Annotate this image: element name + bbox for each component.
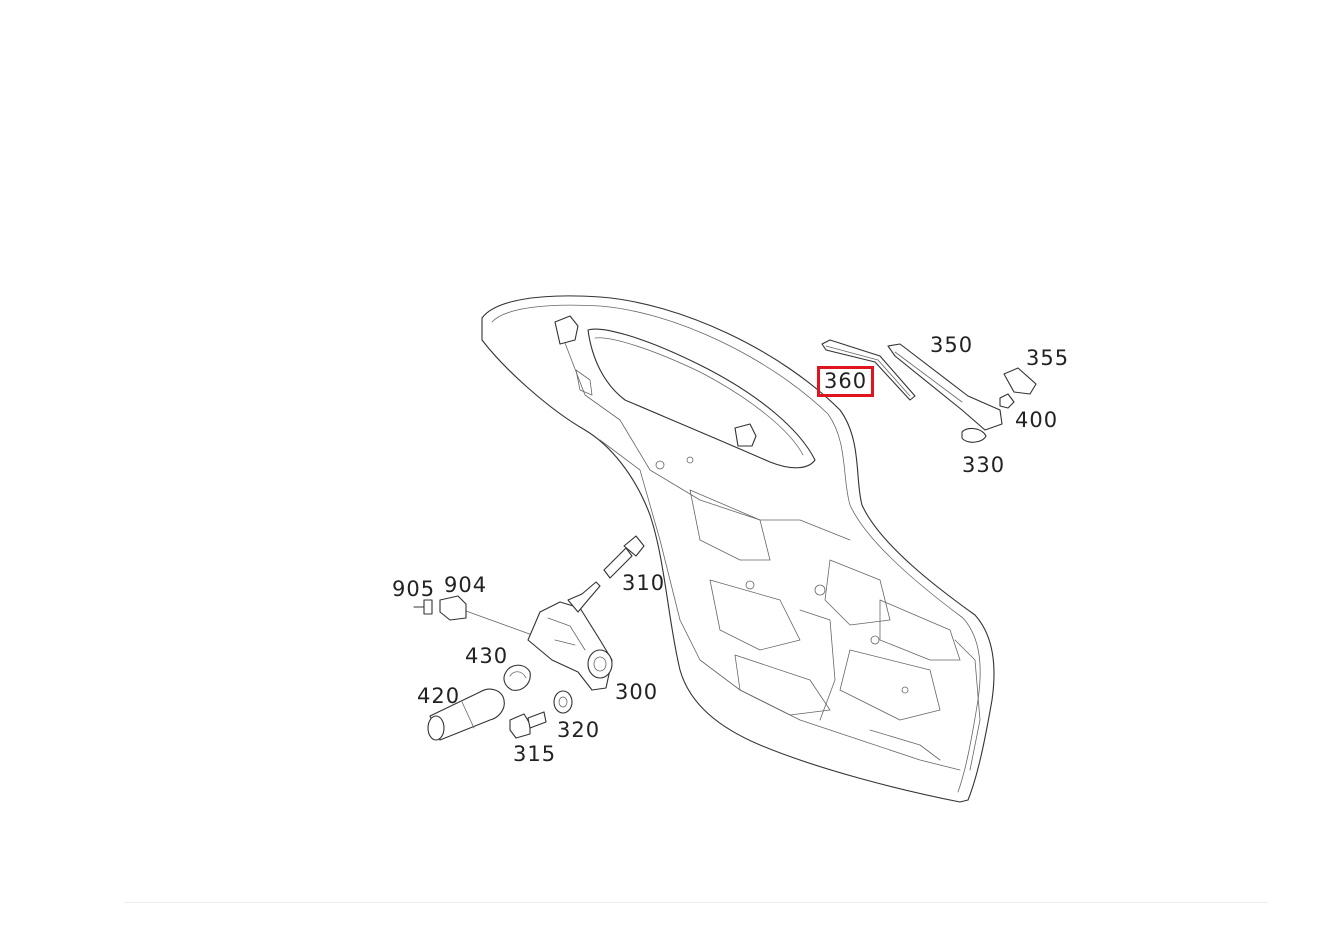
bolt xyxy=(509,711,547,739)
drive-shaft xyxy=(603,535,645,579)
part-label-355[interactable]: 355 xyxy=(1026,346,1070,370)
part-label-905[interactable]: 905 xyxy=(392,577,436,601)
part-label-400[interactable]: 400 xyxy=(1015,408,1059,432)
part-label-420[interactable]: 420 xyxy=(417,684,461,708)
leader-line-904 xyxy=(465,610,536,637)
part-label-315[interactable]: 315 xyxy=(513,742,557,766)
part-label-360[interactable]: 360 xyxy=(816,366,875,397)
bottom-divider xyxy=(124,902,1268,903)
tailgate-panel xyxy=(481,295,995,803)
part-label-300[interactable]: 300 xyxy=(615,680,659,704)
part-label-904[interactable]: 904 xyxy=(444,573,488,597)
part-label-430[interactable]: 430 xyxy=(465,644,509,668)
hose xyxy=(427,688,505,741)
part-label-310[interactable]: 310 xyxy=(622,571,666,595)
part-label-320[interactable]: 320 xyxy=(557,718,601,742)
washer xyxy=(553,690,573,714)
part-label-330[interactable]: 330 xyxy=(962,453,1006,477)
wiper-assembly xyxy=(821,339,1037,443)
connector-parts xyxy=(413,595,467,621)
hose-clamp xyxy=(503,664,531,691)
wiper-motor xyxy=(527,581,613,691)
part-label-350[interactable]: 350 xyxy=(930,333,974,357)
